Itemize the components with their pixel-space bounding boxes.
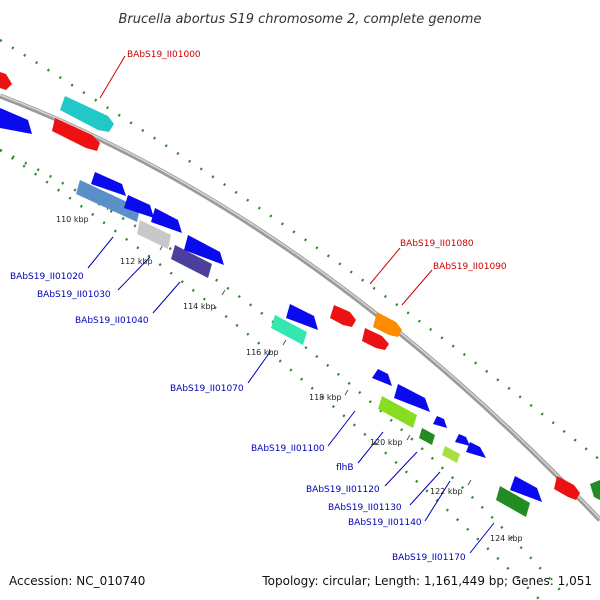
gene-label[interactable]: BAbS19_II01100 bbox=[251, 444, 325, 454]
gene-arrow-reverse[interactable] bbox=[466, 442, 486, 458]
gene-arrow-mint[interactable] bbox=[271, 315, 307, 345]
kbp-label: 118 kbp bbox=[309, 393, 342, 402]
map-title: Brucella abortus S19 chromosome 2, compl… bbox=[119, 12, 482, 27]
gene-arrow-reverse[interactable] bbox=[394, 384, 430, 412]
reverse-strand-genes bbox=[0, 108, 542, 502]
gene-arrow-reverse[interactable] bbox=[455, 434, 470, 446]
accession-text: Accession: NC_010740 bbox=[9, 574, 145, 588]
kbp-label: 116 kbp bbox=[246, 348, 279, 357]
genome-backbone bbox=[0, 93, 600, 522]
gene-label[interactable]: BAbS19_II01040 bbox=[75, 316, 149, 326]
kbp-label: 110 kbp bbox=[56, 215, 89, 224]
kbp-labels: 110 kbp 112 kbp 114 kbp 116 kbp 118 kbp … bbox=[56, 215, 523, 543]
forward-strand-genes bbox=[0, 72, 580, 500]
gene-arrow-lime-small[interactable] bbox=[442, 446, 460, 463]
gene-arrow-steelblue[interactable] bbox=[76, 180, 140, 222]
kbp-label: 112 kbp bbox=[120, 257, 153, 266]
feature-genes bbox=[60, 96, 600, 517]
gene-label[interactable]: BAbS19_II01000 bbox=[127, 50, 201, 60]
gene-label[interactable]: BAbS19_II01070 bbox=[170, 384, 244, 394]
gene-arrow-reverse[interactable] bbox=[433, 416, 447, 428]
kbp-label: 124 kbp bbox=[490, 534, 523, 543]
gene-label[interactable]: flhB bbox=[336, 463, 354, 473]
gene-arrow-forward[interactable] bbox=[330, 305, 356, 327]
genome-summary-text: Topology: circular; Length: 1,161,449 bp… bbox=[261, 574, 592, 588]
gene-arrow-orange[interactable] bbox=[373, 312, 402, 337]
gene-arrow-forward[interactable] bbox=[52, 118, 100, 151]
gene-label[interactable]: BAbS19_II01120 bbox=[306, 485, 380, 495]
gene-arrow-reverse[interactable] bbox=[286, 304, 318, 330]
genome-backbone-highlight bbox=[0, 94, 600, 520]
gene-arrow-forward[interactable] bbox=[362, 328, 389, 350]
gene-arrow-cyan[interactable] bbox=[60, 96, 114, 132]
gene-label[interactable]: BAbS19_II01020 bbox=[10, 272, 84, 282]
kbp-label: 122 kbp bbox=[430, 487, 463, 496]
gene-arrow-reverse[interactable] bbox=[510, 476, 542, 502]
gene-arrow-green[interactable] bbox=[419, 428, 435, 445]
gene-arrow-forward[interactable] bbox=[554, 476, 580, 500]
gene-arrow-reverse[interactable] bbox=[0, 108, 32, 134]
gene-arrow-reverse[interactable] bbox=[372, 369, 392, 386]
kbp-label: 120 kbp bbox=[370, 438, 403, 447]
gene-arrow-lightgray[interactable] bbox=[137, 220, 171, 249]
gene-arrow-reverse[interactable] bbox=[124, 195, 154, 218]
outer-dotted-ring bbox=[0, 38, 600, 461]
gene-label[interactable]: BAbS19_II01130 bbox=[328, 503, 402, 513]
kbp-label: 114 kbp bbox=[183, 302, 216, 311]
gene-arrow-lime[interactable] bbox=[378, 396, 417, 428]
gene-labels: BAbS19_II01000 BAbS19_II01020 BAbS19_II0… bbox=[10, 50, 507, 563]
gene-arrow-reverse[interactable] bbox=[151, 208, 182, 233]
gene-label[interactable]: BAbS19_II01090 bbox=[433, 262, 507, 272]
gene-arrow-forward[interactable] bbox=[0, 72, 12, 90]
gene-arrow-reverse[interactable] bbox=[91, 172, 126, 196]
gene-label[interactable]: BAbS19_II01140 bbox=[348, 518, 422, 528]
gene-label[interactable]: BAbS19_II01170 bbox=[392, 553, 466, 563]
gene-label[interactable]: BAbS19_II01030 bbox=[37, 290, 111, 300]
gene-arrow-slateblue[interactable] bbox=[171, 245, 212, 278]
gene-arrow-green[interactable] bbox=[496, 486, 530, 517]
label-leader-lines bbox=[87, 55, 495, 554]
gene-arrow-reverse[interactable] bbox=[184, 235, 224, 265]
gene-arrow-green[interactable] bbox=[590, 480, 600, 500]
gene-label[interactable]: BAbS19_II01080 bbox=[400, 239, 474, 249]
